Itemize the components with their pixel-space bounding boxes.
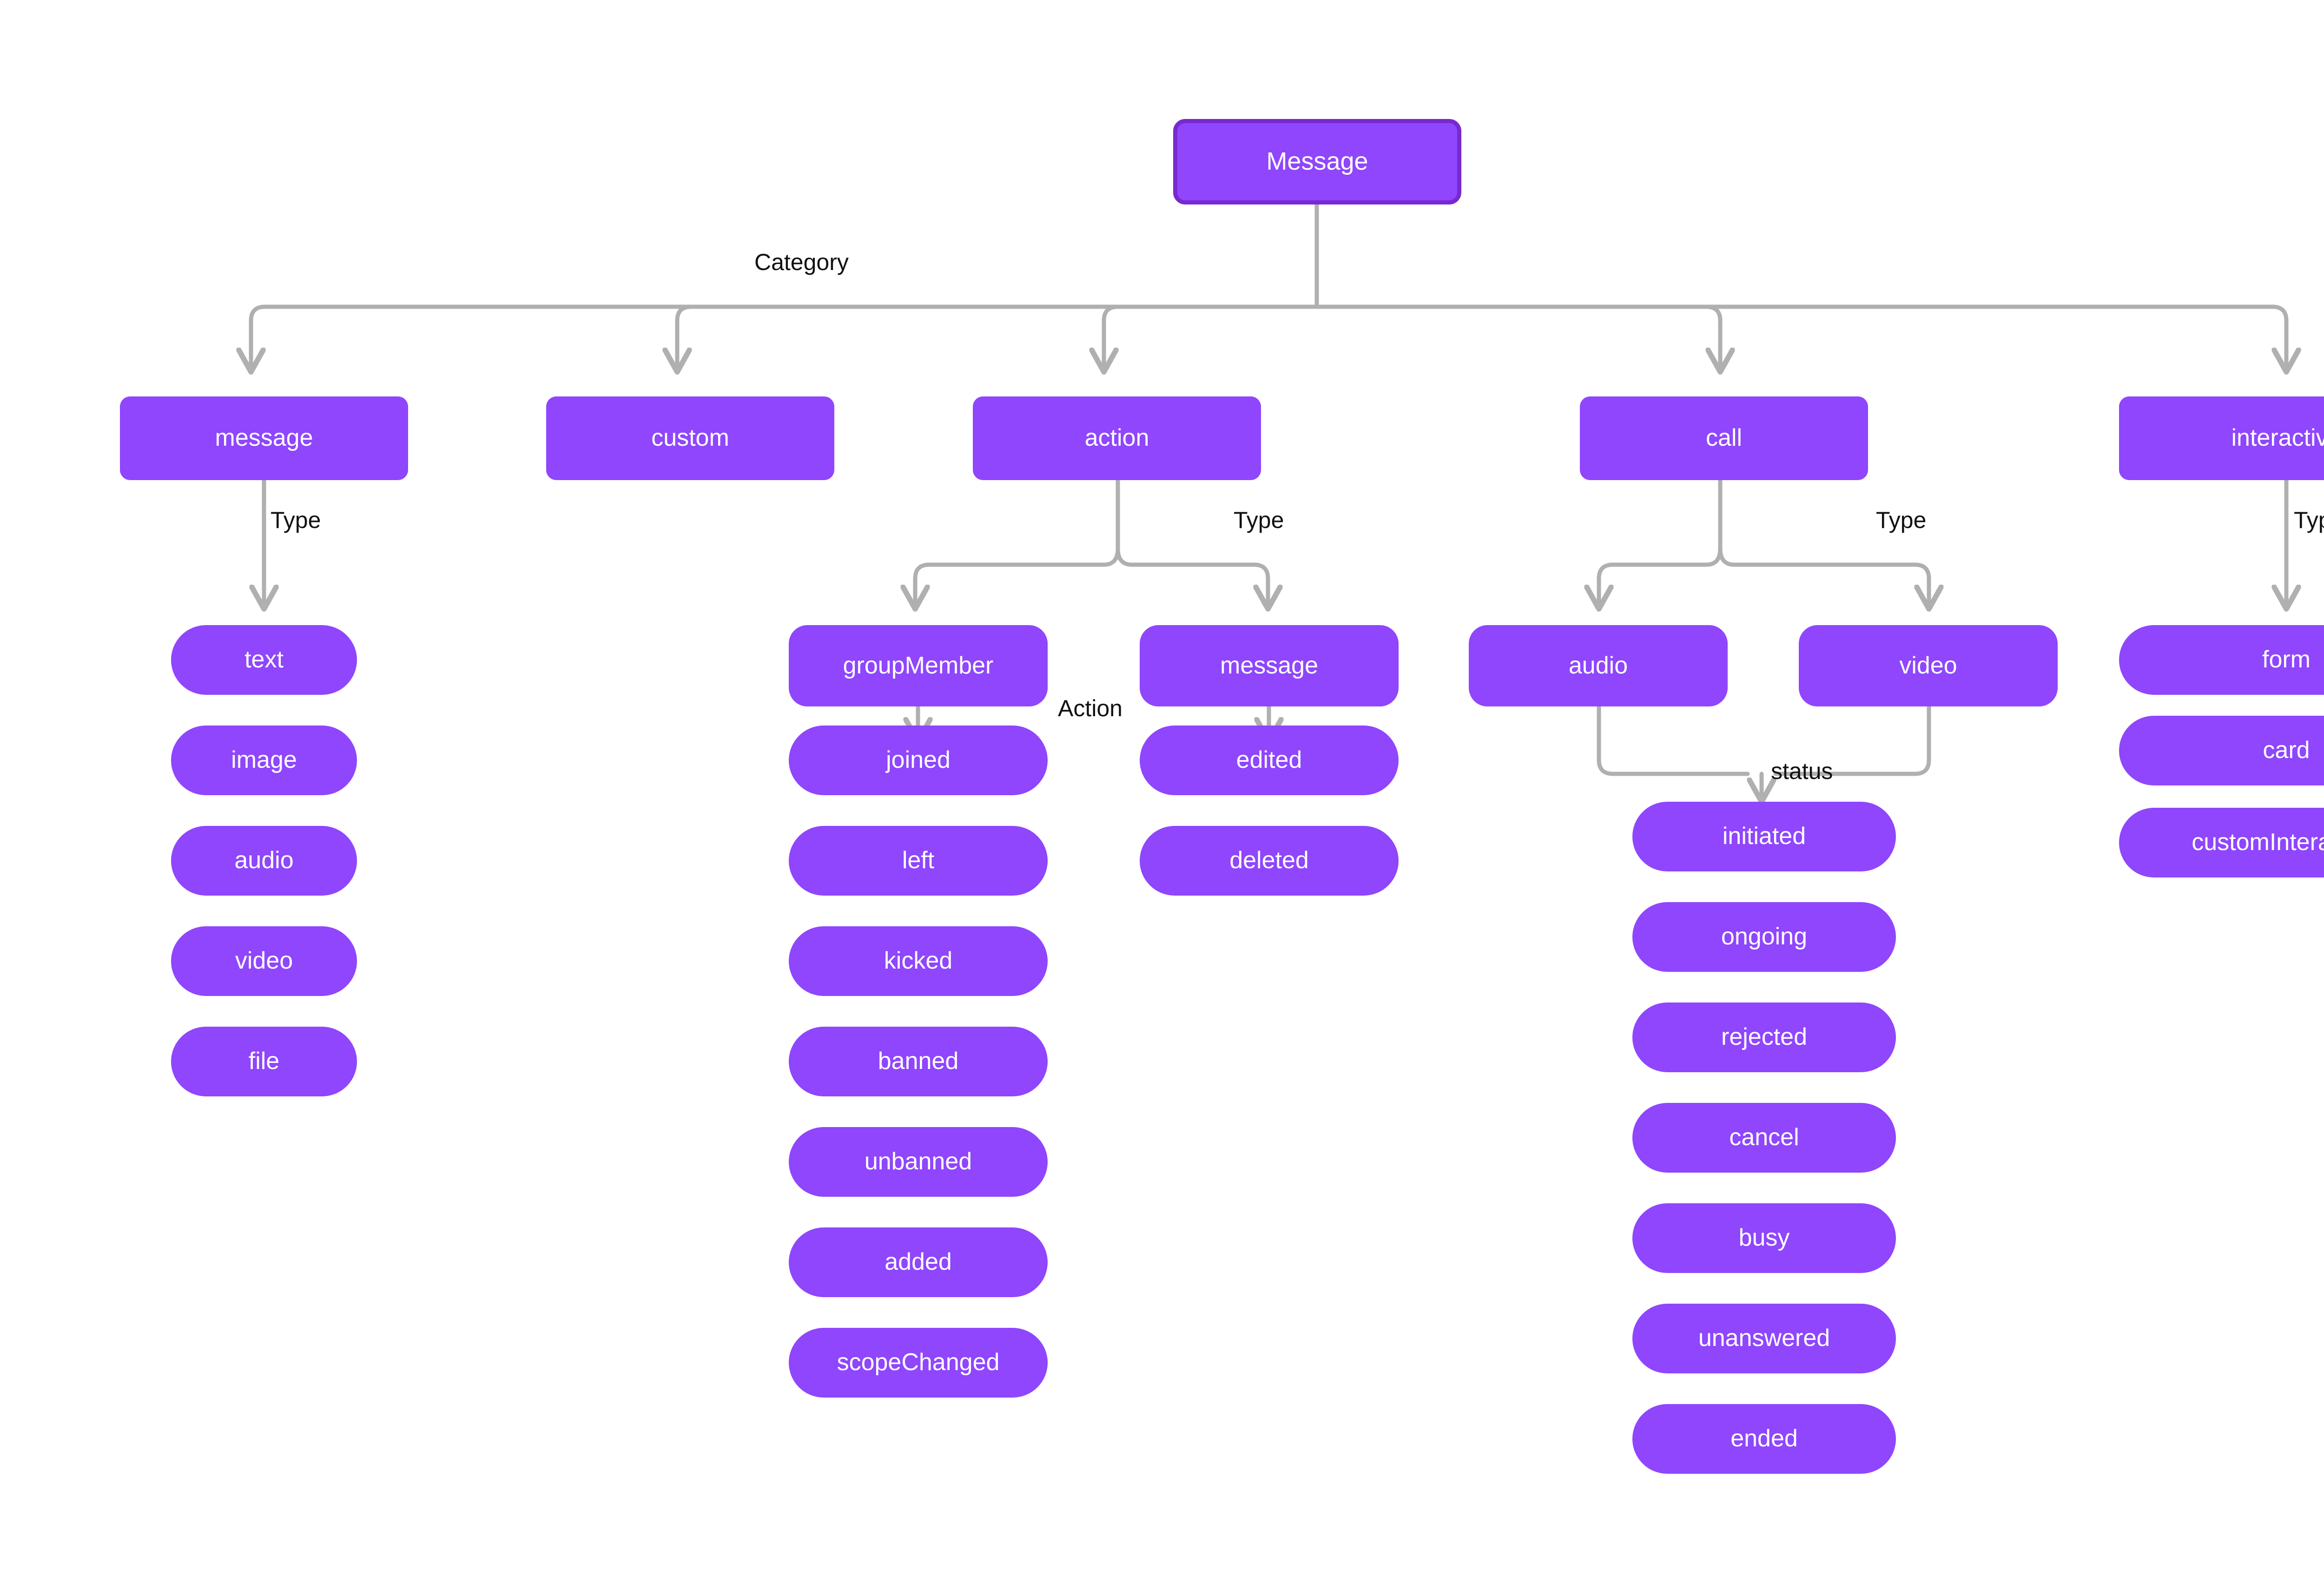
node-label: initiated	[1722, 823, 1806, 850]
node-call-status-cancel[interactable]: cancel	[1632, 1103, 1896, 1173]
node-call-status-rejected[interactable]: rejected	[1632, 1003, 1896, 1072]
node-label: interactive	[2231, 424, 2324, 452]
node-label: form	[2262, 646, 2311, 673]
node-interactive-type-form[interactable]: form	[2119, 625, 2324, 695]
node-groupmember-action-joined[interactable]: joined	[789, 726, 1048, 795]
node-label: Message	[1266, 147, 1368, 176]
node-label: card	[2263, 737, 2310, 764]
node-label: file	[248, 1048, 280, 1075]
node-call-status-ongoing[interactable]: ongoing	[1632, 902, 1896, 972]
node-label: rejected	[1721, 1023, 1807, 1051]
node-label: scopeChanged	[837, 1349, 1000, 1376]
node-message-action-edited[interactable]: edited	[1140, 726, 1399, 795]
node-label: unanswered	[1698, 1325, 1830, 1352]
node-label: edited	[1236, 746, 1302, 774]
node-message-type-audio[interactable]: audio	[171, 826, 357, 896]
node-message-action-deleted[interactable]: deleted	[1140, 826, 1399, 896]
node-category-custom[interactable]: custom	[546, 396, 834, 480]
node-label: banned	[878, 1048, 959, 1075]
node-label: left	[902, 847, 935, 874]
node-call-status-initiated[interactable]: initiated	[1632, 802, 1896, 871]
node-message-type-text[interactable]: text	[171, 625, 357, 695]
node-category-call[interactable]: call	[1580, 396, 1868, 480]
node-label: ongoing	[1721, 923, 1808, 950]
node-groupmember-action-left[interactable]: left	[789, 826, 1048, 896]
node-groupmember-action-added[interactable]: added	[789, 1227, 1048, 1297]
node-call-type-video[interactable]: video	[1799, 625, 2058, 706]
node-message-root[interactable]: Message	[1173, 119, 1461, 204]
node-interactive-type-custominteractive[interactable]: customInteractive	[2119, 808, 2324, 877]
node-label: custom	[651, 424, 729, 452]
node-category-action[interactable]: action	[973, 396, 1261, 480]
node-action-type-message[interactable]: message	[1140, 625, 1399, 706]
node-groupmember-action-banned[interactable]: banned	[789, 1027, 1048, 1096]
node-label: added	[885, 1248, 952, 1276]
node-label: groupMember	[843, 652, 994, 679]
node-label: video	[235, 947, 293, 975]
node-action-type-groupmember[interactable]: groupMember	[789, 625, 1048, 706]
node-label: kicked	[884, 947, 953, 975]
node-label: message	[215, 424, 313, 452]
node-label: joined	[886, 746, 951, 774]
edge-label-action-action: Action	[1058, 695, 1122, 721]
node-message-type-video[interactable]: video	[171, 926, 357, 996]
node-label: call	[1705, 424, 1743, 452]
node-label: ended	[1730, 1425, 1798, 1452]
edge-label-action-type: Type	[1234, 507, 1284, 533]
node-label: text	[244, 646, 284, 673]
node-call-type-audio[interactable]: audio	[1469, 625, 1728, 706]
edge-label-call-status: status	[1771, 758, 1833, 784]
node-category-message[interactable]: message	[120, 396, 408, 480]
node-label: image	[231, 746, 297, 774]
node-label: audio	[1568, 652, 1628, 679]
node-label: customInteractive	[2192, 829, 2324, 856]
node-label: message	[1220, 652, 1318, 679]
node-interactive-type-card[interactable]: card	[2119, 716, 2324, 785]
node-message-type-file[interactable]: file	[171, 1027, 357, 1096]
node-label: busy	[1738, 1224, 1790, 1252]
node-label: action	[1084, 424, 1149, 452]
node-call-status-busy[interactable]: busy	[1632, 1203, 1896, 1273]
node-call-status-ended[interactable]: ended	[1632, 1404, 1896, 1474]
node-groupmember-action-scopechanged[interactable]: scopeChanged	[789, 1328, 1048, 1398]
node-label: video	[1899, 652, 1957, 679]
edge-label-call-type: Type	[1876, 507, 1927, 533]
edge-label-message-type: Type	[271, 507, 321, 533]
edge-label-interactive-type: Type	[2294, 507, 2324, 533]
node-groupmember-action-unbanned[interactable]: unbanned	[789, 1127, 1048, 1197]
node-groupmember-action-kicked[interactable]: kicked	[789, 926, 1048, 996]
node-call-status-unanswered[interactable]: unanswered	[1632, 1304, 1896, 1373]
node-category-interactive[interactable]: interactive	[2119, 396, 2324, 480]
edge-label-category: Category	[754, 249, 849, 275]
node-message-type-image[interactable]: image	[171, 726, 357, 795]
node-label: deleted	[1229, 847, 1309, 874]
node-label: unbanned	[864, 1148, 972, 1175]
node-label: cancel	[1729, 1124, 1799, 1151]
node-label: audio	[234, 847, 294, 874]
